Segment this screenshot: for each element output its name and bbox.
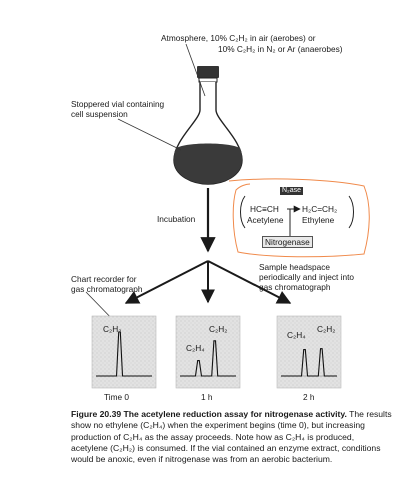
reactant-name: Acetylene	[247, 215, 284, 225]
incubation-label: Incubation	[157, 214, 196, 224]
product-name: Ethylene	[302, 215, 335, 225]
caption-title: The acetylene reduction assay for nitrog…	[123, 409, 347, 419]
chromatogram-panel-2	[276, 315, 342, 389]
peak-label: C₂H₂	[103, 324, 122, 334]
cell-suspension	[174, 143, 242, 184]
vial-label-line2: cell suspension	[71, 109, 128, 119]
stopper	[197, 66, 219, 78]
flask	[173, 66, 243, 185]
peak-label: C₂H₄	[287, 330, 306, 340]
chart-label-line2: gas chromatograph	[71, 284, 143, 294]
sample-label-line2: periodically and inject into	[259, 272, 355, 282]
time-label: Time 0	[104, 392, 130, 402]
n2ase-badge: N₂ase	[280, 187, 304, 195]
sample-label-line3: gas chromatograph	[259, 282, 331, 292]
figure-number: Figure 20.39	[71, 409, 122, 419]
figure-caption: Figure 20.39 The acetylene reduction ass…	[71, 409, 393, 465]
atmosphere-leader	[185, 43, 206, 97]
time-label: 2 h	[303, 392, 315, 402]
sample-label-line1: Sample headspace	[259, 262, 331, 272]
atmosphere-label-line1: Atmosphere, 10% C₂H₂ in air (aerobes) or	[161, 33, 316, 43]
time-label: 1 h	[201, 392, 213, 402]
chromatogram-panel-1	[175, 315, 241, 389]
chromatogram-panel-0	[91, 315, 157, 389]
product-formula: H₂C=CH₂	[302, 204, 338, 214]
vial-label-line1: Stoppered vial containing	[71, 99, 165, 109]
trace-line	[96, 331, 152, 377]
enzyme-label: Nitrogenase	[262, 236, 313, 248]
trace-line	[281, 348, 337, 377]
left-paren	[240, 195, 246, 229]
caption-body: The results show no ethylene (C₂H₄) when…	[71, 409, 392, 465]
reactant-formula: HC≡CH	[250, 204, 279, 214]
peak-label: C₂H₂	[317, 324, 336, 334]
peak-label: C₂H₄	[186, 343, 205, 353]
branch-arrows	[124, 260, 292, 304]
trace-line	[180, 340, 236, 377]
right-paren	[348, 195, 354, 229]
peak-label: C₂H₂	[209, 324, 228, 334]
vial-leader	[117, 118, 182, 151]
orange-annotation	[228, 178, 370, 258]
chart-label-line1: Chart recorder for	[71, 274, 137, 284]
atmosphere-label-line2: 10% C₂H₂ in N₂ or Ar (anaerobes)	[218, 44, 343, 54]
